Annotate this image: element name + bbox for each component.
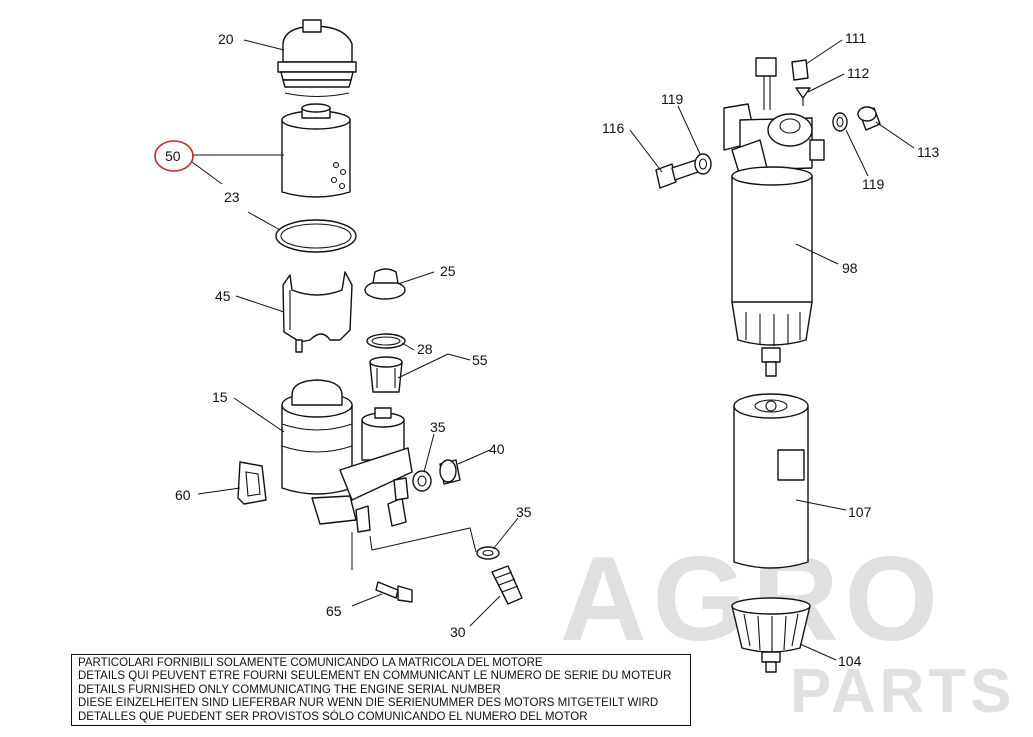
label-107[interactable]: 107: [848, 504, 872, 520]
part-washer-119a[interactable]: [694, 153, 712, 175]
notice-line-fr: DETAILS QUI PEUVENT ETRE FOURNI SEULEMEN…: [78, 670, 672, 683]
part-bolt-65[interactable]: [375, 581, 413, 603]
label-119a[interactable]: 119: [661, 91, 684, 107]
label-65[interactable]: 65: [326, 603, 342, 619]
part-labels: 20 50 23 45 25 28 55 15 35 40 60 35 65 3…: [165, 30, 940, 669]
label-20[interactable]: 20: [218, 31, 234, 47]
part-plug-113[interactable]: [857, 106, 881, 131]
label-28[interactable]: 28: [417, 341, 433, 357]
label-35b[interactable]: 35: [516, 504, 532, 520]
serial-number-notice: PARTICOLARI FORNIBILI SOLAMENTE COMUNICA…: [71, 654, 691, 726]
part-hose-fitting-30[interactable]: [491, 565, 523, 605]
label-25[interactable]: 25: [440, 263, 456, 279]
watermark-line2: PARTS: [790, 657, 1016, 726]
label-23[interactable]: 23: [224, 189, 240, 205]
part-bowl-104[interactable]: [731, 597, 811, 673]
part-valve-112[interactable]: [795, 87, 811, 106]
label-45[interactable]: 45: [215, 288, 231, 304]
part-washer-35b[interactable]: [476, 546, 500, 560]
leader-lines: [191, 39, 915, 661]
label-119b[interactable]: 119: [862, 176, 885, 192]
part-washer-35a[interactable]: [412, 470, 432, 492]
label-55[interactable]: 55: [472, 352, 488, 368]
part-washer-119b[interactable]: [832, 112, 848, 132]
part-seal-28[interactable]: [366, 333, 406, 349]
part-plug-25[interactable]: [364, 268, 406, 300]
notice-line-es: DETALLES QUE PUEDENT SER PROVISTOS SÓLO …: [78, 710, 588, 723]
part-sensor-111[interactable]: [755, 57, 809, 110]
label-40[interactable]: 40: [489, 441, 505, 457]
notice-line-it: PARTICOLARI FORNIBILI SOLAMENTE COMUNICA…: [78, 657, 543, 669]
label-113[interactable]: 113: [917, 144, 940, 160]
part-bracket-45[interactable]: [282, 271, 353, 353]
part-gasket-60[interactable]: [237, 461, 267, 505]
part-cap-20[interactable]: [277, 19, 357, 98]
notice-line-de: DIESE EINZELHEITEN SIND LIEFERBAR NUR WE…: [78, 697, 659, 710]
part-housing-15[interactable]: [281, 379, 413, 533]
label-116[interactable]: 116: [602, 120, 625, 136]
label-60[interactable]: 60: [175, 487, 191, 503]
part-fitting-40[interactable]: [439, 459, 461, 485]
label-50[interactable]: 50: [165, 148, 181, 164]
part-cartridge-107[interactable]: [733, 393, 809, 569]
label-30[interactable]: 30: [450, 624, 466, 640]
label-111[interactable]: 111: [845, 30, 866, 46]
label-98[interactable]: 98: [842, 260, 858, 276]
label-104[interactable]: 104: [838, 653, 862, 669]
part-filter-98[interactable]: [723, 103, 825, 377]
part-bolt-116[interactable]: [655, 159, 699, 189]
label-112[interactable]: 112: [847, 65, 870, 81]
highlight-circle: [154, 140, 194, 172]
label-35a[interactable]: 35: [430, 419, 446, 435]
notice-line-en: DETAILS FURNISHED ONLY COMMUNICATING THE…: [78, 683, 501, 696]
part-sleeve-55[interactable]: [369, 356, 403, 393]
part-oring-23[interactable]: [275, 219, 357, 253]
label-15[interactable]: 15: [212, 389, 228, 405]
part-filter-element-50[interactable]: [281, 103, 351, 198]
